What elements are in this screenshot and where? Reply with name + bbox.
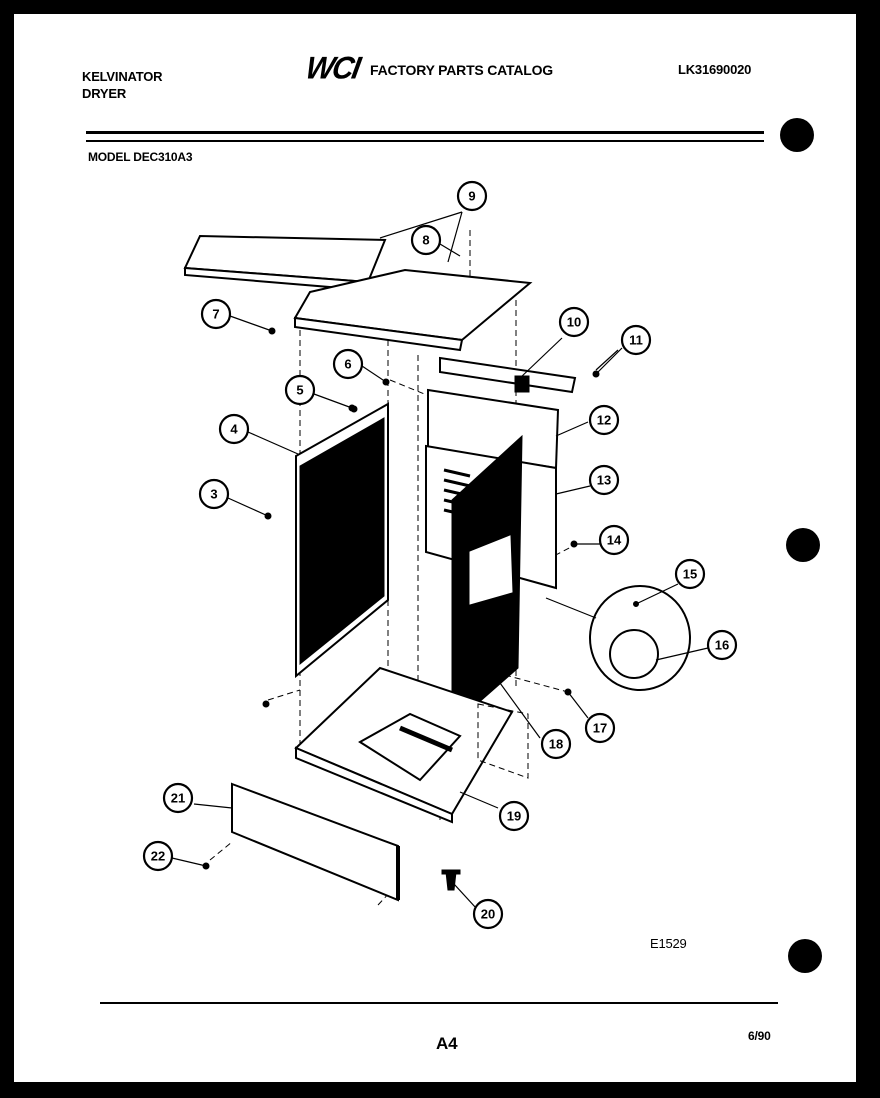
svg-text:19: 19 — [507, 809, 521, 824]
callout-13: 13 — [588, 464, 620, 496]
callout-18: 18 — [540, 728, 572, 760]
screw — [441, 869, 461, 891]
product-type: DRYER — [82, 86, 127, 101]
callout-9: 9 — [456, 180, 488, 212]
left-side-panel — [295, 402, 389, 679]
svg-text:20: 20 — [481, 907, 495, 922]
svg-text:6: 6 — [344, 357, 351, 372]
svg-text:8: 8 — [422, 233, 429, 248]
punch-hole-top — [780, 118, 814, 152]
callout-17: 17 — [584, 712, 616, 744]
svg-text:10: 10 — [567, 315, 581, 330]
header-rule-thin — [86, 140, 764, 142]
top-console-assembly — [183, 234, 533, 352]
brand-block: KELVINATOR DRYER — [82, 68, 163, 102]
callout-3: 3 — [198, 478, 230, 510]
svg-text:15: 15 — [683, 567, 697, 582]
callout-12: 12 — [588, 404, 620, 436]
catalog-number: LK31690020 — [678, 62, 752, 77]
callout-20: 20 — [472, 898, 504, 930]
svg-text:11: 11 — [629, 333, 643, 348]
base-frame — [294, 666, 529, 824]
callout-21: 21 — [162, 782, 194, 814]
svg-text:18: 18 — [549, 737, 563, 752]
callout-19: 19 — [498, 800, 530, 832]
callout-leaders — [171, 211, 709, 909]
svg-text:21: 21 — [171, 791, 185, 806]
callout-5: 5 — [284, 374, 316, 406]
callout-14: 14 — [598, 524, 630, 556]
svg-text:7: 7 — [212, 307, 219, 322]
diagram-code: E1529 — [650, 936, 687, 951]
callout-22: 22 — [142, 840, 174, 872]
punch-hole-middle — [786, 528, 820, 562]
svg-text:14: 14 — [607, 533, 622, 548]
svg-text:22: 22 — [151, 849, 165, 864]
footer-rule — [100, 1002, 778, 1004]
svg-text:3: 3 — [210, 487, 217, 502]
callout-6: 6 — [332, 348, 364, 380]
publish-date: 6/90 — [748, 1029, 771, 1043]
catalog-title: FACTORY PARTS CATALOG — [370, 62, 553, 78]
callout-11: 11 — [620, 324, 652, 356]
right-side-panel — [451, 434, 523, 728]
callout-8: 8 — [410, 224, 442, 256]
brand-name: KELVINATOR — [82, 69, 163, 84]
punch-hole-bottom — [788, 939, 822, 973]
model-number: MODEL DEC310A3 — [88, 150, 193, 164]
callout-4: 4 — [218, 413, 250, 445]
svg-text:16: 16 — [715, 638, 729, 653]
svg-text:5: 5 — [296, 383, 303, 398]
svg-text:9: 9 — [468, 189, 475, 204]
callout-16: 16 — [706, 629, 738, 661]
door-ring-assembly — [545, 585, 691, 691]
callout-10: 10 — [558, 306, 590, 338]
header-rule-thick — [86, 131, 764, 134]
callout-15: 15 — [674, 558, 706, 590]
svg-text:17: 17 — [593, 721, 607, 736]
front-toe-panel — [231, 782, 400, 902]
svg-text:12: 12 — [597, 413, 611, 428]
svg-text:4: 4 — [230, 422, 238, 437]
svg-text:13: 13 — [597, 473, 611, 488]
callout-7: 7 — [200, 298, 232, 330]
page-label: A4 — [436, 1034, 458, 1053]
